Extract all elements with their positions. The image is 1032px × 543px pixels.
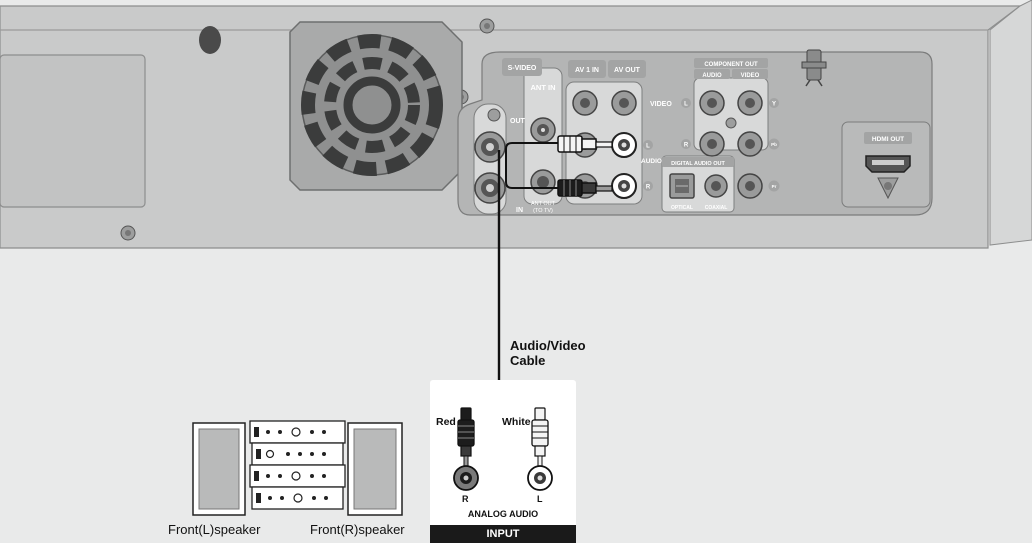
red-plug	[457, 407, 475, 467]
recorder-vent-plate	[0, 54, 146, 208]
label-in: IN	[516, 207, 523, 214]
label-hdmi-out: HDMI OUT	[872, 136, 904, 143]
screw	[725, 117, 737, 129]
ground-terminal-icon	[801, 49, 827, 87]
comp-label-pb: Pb	[771, 142, 777, 147]
label-video: VIDEO	[650, 101, 672, 108]
receiver-input-jacks	[453, 407, 553, 491]
label-optical: OPTICAL	[671, 205, 693, 211]
dvd-recorder: S-VIDEO ANT IN OUT IN ANT OUT (TO TV) AV…	[0, 0, 1032, 250]
ant-in-jack	[530, 117, 556, 143]
label-ant-in: ANT IN	[531, 83, 556, 92]
red-label: Red	[436, 416, 456, 428]
front-left-speaker-label: Front(L)speaker	[168, 522, 261, 537]
comp-label-y: Y	[772, 102, 776, 108]
label-out: OUT	[510, 118, 526, 125]
comp-audio-label-l: L	[684, 102, 688, 108]
screw	[479, 18, 495, 34]
input-label: INPUT	[430, 525, 576, 543]
cable-label-line2: Cable	[510, 353, 546, 368]
mount-hole	[199, 26, 221, 54]
component-stack	[249, 420, 346, 510]
comp-audio-label-r: R	[684, 143, 689, 149]
component-pb-jack	[737, 131, 763, 157]
screw	[487, 108, 501, 122]
recorder-side	[989, 0, 1032, 246]
red-plug-recorder	[557, 179, 613, 197]
label-av1-in: AV 1 IN	[575, 67, 599, 74]
jack-label-r: R	[646, 185, 651, 191]
front-right-speaker-label: Front(R)speaker	[310, 522, 405, 537]
label-component-out: COMPONENT OUT	[704, 62, 758, 68]
label-coaxial: COAXIAL	[705, 205, 728, 211]
av-out-audio-l-jack	[611, 132, 637, 158]
component-y-jack	[737, 90, 763, 116]
optical-jack	[669, 173, 695, 199]
cooling-fan	[289, 21, 463, 191]
av-out-audio-r-jack	[611, 173, 637, 199]
right-speaker	[347, 422, 403, 516]
screw	[120, 225, 136, 241]
component-controls	[254, 427, 328, 503]
label-ant-out-sub: (TO TV)	[533, 208, 553, 214]
s-video-out-jack	[474, 131, 506, 163]
label-comp-audio: AUDIO	[702, 73, 722, 79]
jack-r-label: R	[462, 494, 469, 504]
component-audio-l-jack	[699, 90, 725, 116]
s-video-in-jack	[474, 172, 506, 204]
label-digital-audio-out: DIGITAL AUDIO OUT	[671, 161, 725, 167]
ant-out-jack	[530, 169, 556, 195]
hdmi-port	[865, 155, 911, 173]
receiver-l-jack	[527, 465, 553, 491]
label-av-out: AV OUT	[614, 67, 641, 74]
comp-label-pr: Pr	[772, 184, 777, 189]
label-audio: AUDIO	[641, 158, 662, 165]
cable-label-line1: Audio/Video	[510, 338, 586, 353]
coaxial-jack	[704, 174, 728, 198]
component-audio-r-jack	[699, 131, 725, 157]
label-s-video: S-VIDEO	[508, 65, 537, 72]
component-pr-jack	[737, 173, 763, 199]
cable-label: Audio/Video Cable	[510, 338, 620, 368]
white-plug	[531, 407, 549, 467]
left-speaker	[192, 422, 246, 516]
analog-audio-label: ANALOG AUDIO	[467, 509, 539, 519]
white-plug-recorder	[557, 135, 613, 153]
jack-l-label: L	[537, 494, 543, 504]
av-out-video-jack	[611, 90, 637, 116]
mini-component-system	[192, 420, 403, 516]
jack-label-l: L	[646, 144, 650, 150]
white-label: White	[502, 416, 531, 428]
label-ant-out: ANT OUT	[531, 201, 556, 207]
receiver-r-jack	[453, 465, 479, 491]
label-comp-video: VIDEO	[741, 73, 760, 79]
av1-video-jack	[572, 90, 598, 116]
hdmi-screw	[877, 177, 899, 200]
receiver-input-panel: Red White R L ANALOG AUDIO	[430, 380, 576, 532]
